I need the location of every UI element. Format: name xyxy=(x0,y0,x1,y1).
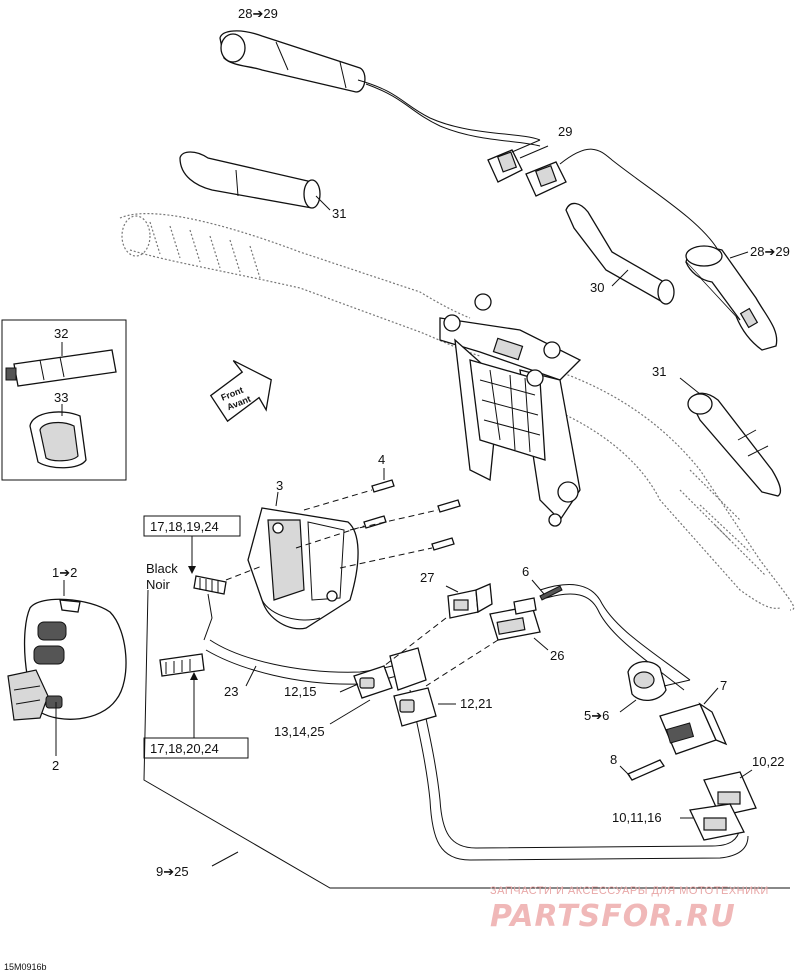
label-30: 30 xyxy=(590,280,604,295)
label-noir: Noir xyxy=(146,577,171,592)
heated-grip-top xyxy=(219,30,541,147)
pin-8 xyxy=(619,759,665,781)
inset-box xyxy=(1,319,127,481)
label-9-25: 9➔25 xyxy=(156,864,189,879)
label-32: 32 xyxy=(54,326,68,341)
callout-labels: 28➔29 29 31 28➔29 30 31 32 33 4 3 17,18,… xyxy=(52,6,790,879)
harness-connectors-12 xyxy=(329,647,456,727)
label-7: 7 xyxy=(720,678,727,693)
label-13-14-25: 13,14,25 xyxy=(274,724,325,739)
label-6: 6 xyxy=(522,564,529,579)
label-3: 3 xyxy=(276,478,283,493)
label-27: 27 xyxy=(420,570,434,585)
label-4: 4 xyxy=(378,452,385,467)
front-direction-arrow xyxy=(209,360,272,423)
label-10-11-16: 10,11,16 xyxy=(612,810,662,825)
connectors-10 xyxy=(680,769,757,841)
switch-module-1-2 xyxy=(7,580,127,756)
heated-grip-right xyxy=(685,245,778,351)
label-12-21: 12,21 xyxy=(460,696,493,711)
grip-insert-31-top xyxy=(179,151,331,211)
label-17-18-20-24: 17,18,20,24 xyxy=(150,741,219,756)
label-5-6: 5➔6 xyxy=(584,708,609,723)
label-23: 23 xyxy=(224,684,238,699)
label-28-29-top: 28➔29 xyxy=(238,6,278,21)
label-17-18-19-24: 17,18,19,24 xyxy=(150,519,219,534)
label-12-15: 12,15 xyxy=(284,684,317,699)
label-1-2: 1➔2 xyxy=(52,565,77,580)
label-31-top: 31 xyxy=(332,206,346,221)
watermark: ЗАПЧАСТИ И АКСЕССУАРЫ ДЛЯ МОТОТЕХНИКИ PA… xyxy=(490,885,769,934)
handlebar-riser xyxy=(439,293,582,527)
label-10-22: 10,22 xyxy=(752,754,785,769)
bracket-9-25 xyxy=(143,589,790,889)
connector-29 xyxy=(487,139,719,251)
label-8: 8 xyxy=(610,752,617,767)
label-26: 26 xyxy=(550,648,564,663)
watermark-caption: ЗАПЧАСТИ И АКСЕССУАРЫ ДЛЯ МОТОТЕХНИКИ xyxy=(490,885,769,897)
label-black: Black xyxy=(146,561,178,576)
watermark-logo: PARTSFOR.RU xyxy=(490,899,736,934)
connector-17-18-19-24 xyxy=(143,515,263,641)
drawing-code: 15M0916b xyxy=(4,962,47,972)
screws-4 xyxy=(295,468,461,569)
label-2: 2 xyxy=(52,758,59,773)
switch-housing-3 xyxy=(247,491,359,630)
connector-26 xyxy=(425,597,549,687)
terminal-6 xyxy=(531,579,563,601)
grip-insert-31-right xyxy=(679,377,782,497)
label-33: 33 xyxy=(54,390,68,405)
connector-27 xyxy=(383,583,493,667)
label-31-right: 31 xyxy=(652,364,666,379)
grip-insert-30 xyxy=(565,202,675,305)
label-28-29-right: 28➔29 xyxy=(750,244,790,259)
label-29: 29 xyxy=(558,124,572,139)
connector-7 xyxy=(659,687,728,755)
connector-17-18-20-24 xyxy=(143,653,249,759)
socket-5-6 xyxy=(619,661,691,713)
